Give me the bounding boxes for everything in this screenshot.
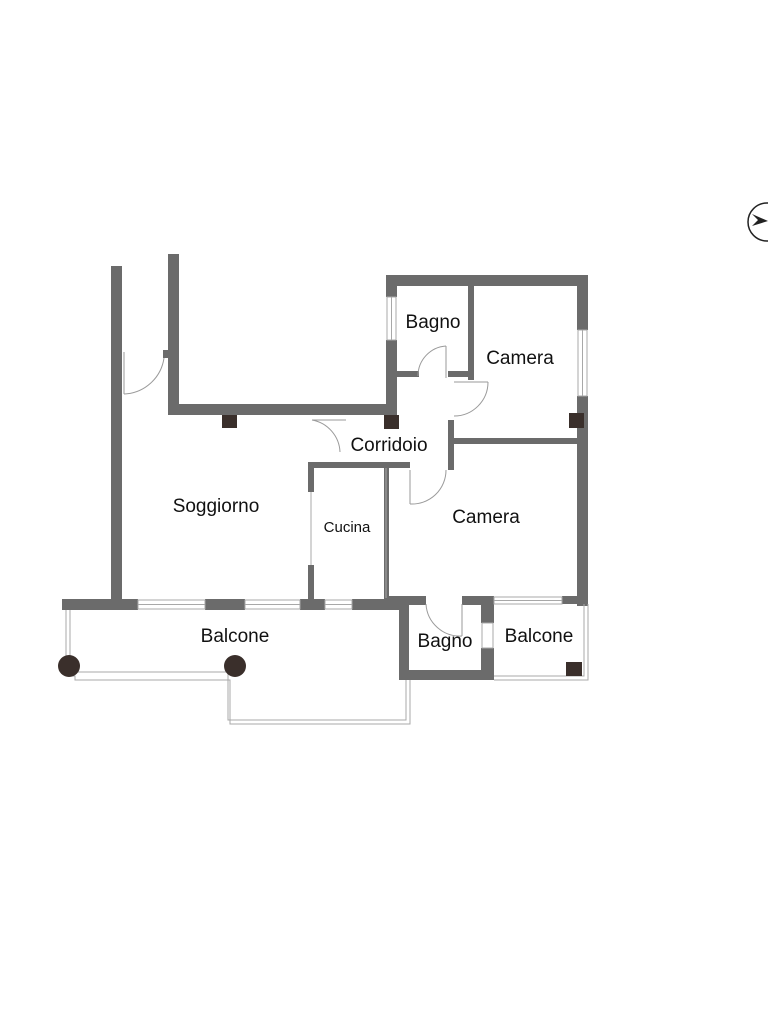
wall-kitchen-top: [308, 462, 410, 468]
column-balcony-right: [224, 655, 246, 677]
room-labels: Bagno Camera Corridoio Soggiorno Cucina …: [173, 312, 574, 652]
label-bagno-bottom: Bagno: [418, 631, 473, 652]
wall-south-4: [352, 599, 400, 610]
wall-south-2: [205, 599, 245, 610]
pillar-1: [222, 415, 237, 428]
label-bagno-top: Bagno: [406, 312, 461, 333]
wall-lower-bath-right-a: [481, 596, 494, 623]
wall-kitchen-left-lower: [308, 565, 314, 605]
wall-bath-bottom-b: [448, 371, 474, 377]
wall-kitchen-left: [308, 462, 314, 492]
label-cucina: Cucina: [324, 519, 371, 536]
door-bedroom-bottom: [409, 469, 447, 505]
wall-corridor-right: [448, 420, 454, 470]
wall-bedrooms-divider: [454, 438, 578, 444]
door-bath-top: [417, 345, 447, 377]
doors: [123, 345, 489, 637]
pillar-3: [569, 413, 584, 428]
label-balcone-main: Balcone: [201, 626, 270, 647]
wall-bath-bottom-a: [397, 371, 419, 377]
wall-bedroom-top: [386, 275, 588, 286]
column-balcony-left: [58, 655, 80, 677]
wall-entrance-inner: [168, 254, 179, 414]
wall-south-3: [300, 599, 325, 610]
wall-south-1: [62, 599, 138, 610]
wall-left: [111, 266, 122, 606]
wall-living-top: [168, 404, 396, 415]
wall-bath-bedroom: [468, 275, 474, 380]
window-bath-lower: [481, 622, 494, 649]
door-bedroom-top: [453, 381, 489, 417]
door-bath-lower: [425, 603, 463, 637]
wall-lower-bath-top-b: [462, 596, 494, 605]
wall-right-lower: [577, 396, 588, 606]
door-living-corridor: [311, 419, 341, 453]
label-corridoio: Corridoio: [350, 435, 427, 456]
wall-lower-bath-bottom: [399, 670, 494, 680]
walls: [62, 254, 588, 680]
pillars: [58, 413, 584, 677]
label-soggiorno: Soggiorno: [173, 496, 260, 517]
railing-balcony-small: [494, 604, 589, 681]
label-camera-bottom: Camera: [452, 507, 520, 528]
wall-lower-bath-left: [399, 596, 409, 680]
pillar-2: [384, 415, 399, 429]
north-arrow-icon: [747, 202, 768, 242]
door-entrance: [123, 357, 165, 395]
label-balcone-small: Balcone: [505, 626, 574, 647]
wall-right-upper: [577, 275, 588, 330]
wall-balcony-small-top: [562, 596, 588, 604]
label-camera-top: Camera: [486, 348, 554, 369]
wall-bath-left-lower: [386, 340, 397, 415]
pillar-4: [566, 662, 582, 676]
wall-bath-left: [386, 275, 397, 297]
